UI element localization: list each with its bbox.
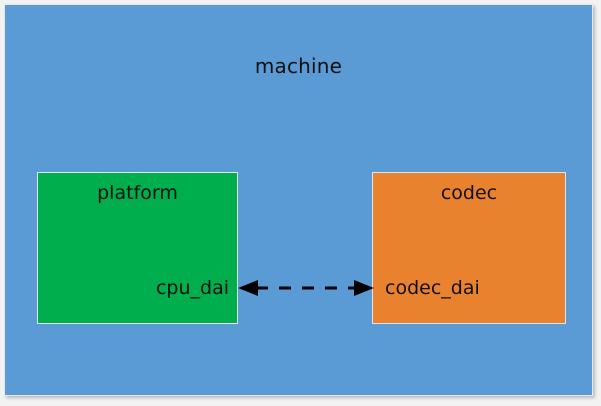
dai-link-connector xyxy=(236,273,376,303)
platform-block: platform cpu_dai xyxy=(37,172,238,324)
codec-label: codec xyxy=(440,182,498,204)
cpu-dai-label: cpu_dai xyxy=(155,277,229,299)
platform-label: platform xyxy=(97,182,178,204)
arrowhead-right-icon xyxy=(354,280,374,296)
arrowhead-left-icon xyxy=(238,280,258,296)
codec-dai-label: codec_dai xyxy=(385,277,480,299)
codec-block: codec codec_dai xyxy=(372,172,566,324)
machine-label: machine xyxy=(254,54,343,78)
machine-block: machine platform cpu_dai codec codec_dai xyxy=(4,4,593,396)
dai-link-arrow-icon xyxy=(238,280,374,296)
